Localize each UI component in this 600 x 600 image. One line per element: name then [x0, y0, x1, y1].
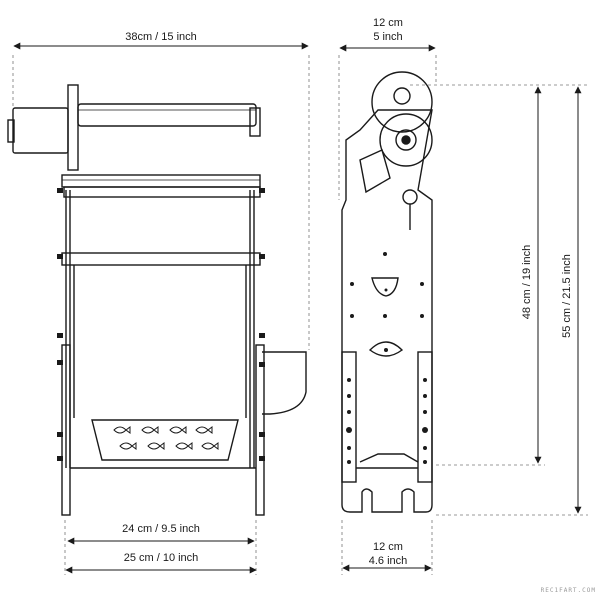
side-inner-height-label: 48 cm / 19 inch	[521, 245, 533, 320]
bottom-bracket	[359, 453, 419, 463]
motor-flange	[67, 84, 79, 171]
guide-plate	[63, 186, 261, 198]
left-leg	[61, 344, 71, 516]
front-inner-width-label: 24 cm / 9.5 inch	[122, 523, 200, 535]
upper-slot	[371, 277, 399, 297]
front-top-width-label: 38cm / 15 inch	[125, 31, 197, 43]
upper-wheel	[371, 71, 433, 133]
side-dimension-lines	[339, 44, 582, 572]
side-panel	[341, 109, 433, 513]
upper-crossbar	[61, 174, 261, 188]
panel-window	[359, 149, 391, 194]
left-guide-rail	[341, 351, 357, 483]
upper-wheel-hub	[393, 87, 411, 105]
mid-crossbar	[61, 252, 261, 266]
side-total-height-label: 55 cm / 21.5 inch	[561, 254, 573, 338]
fish-cutouts	[113, 426, 219, 450]
roller-bracket	[249, 107, 261, 137]
right-guide-rail	[417, 351, 433, 483]
lower-slot	[368, 341, 404, 357]
side-holes	[346, 252, 428, 464]
front-dimension-lines	[13, 42, 309, 574]
side-bottom-width-label-2: 4.6 inch	[369, 555, 408, 567]
lower-wheel-hub	[395, 129, 417, 151]
side-top-width-label-1: 12 cm	[373, 17, 403, 29]
side-view	[338, 55, 588, 575]
front-view	[7, 55, 310, 575]
lever-knob	[402, 189, 418, 205]
side-top-width-label-2: 5 inch	[373, 31, 402, 43]
watermark: REC1FART.COM	[541, 587, 596, 594]
motor-housing	[12, 107, 69, 154]
front-base-width-label: 25 cm / 10 inch	[124, 552, 199, 564]
top-roller	[77, 103, 257, 127]
bolt-markers	[57, 188, 265, 461]
outlet-chute	[262, 351, 307, 415]
motor-cap	[7, 119, 15, 143]
bottom-tray	[91, 419, 239, 461]
side-bottom-width-label-1: 12 cm	[373, 541, 403, 553]
lower-wheel	[379, 113, 433, 167]
right-leg	[255, 344, 265, 516]
